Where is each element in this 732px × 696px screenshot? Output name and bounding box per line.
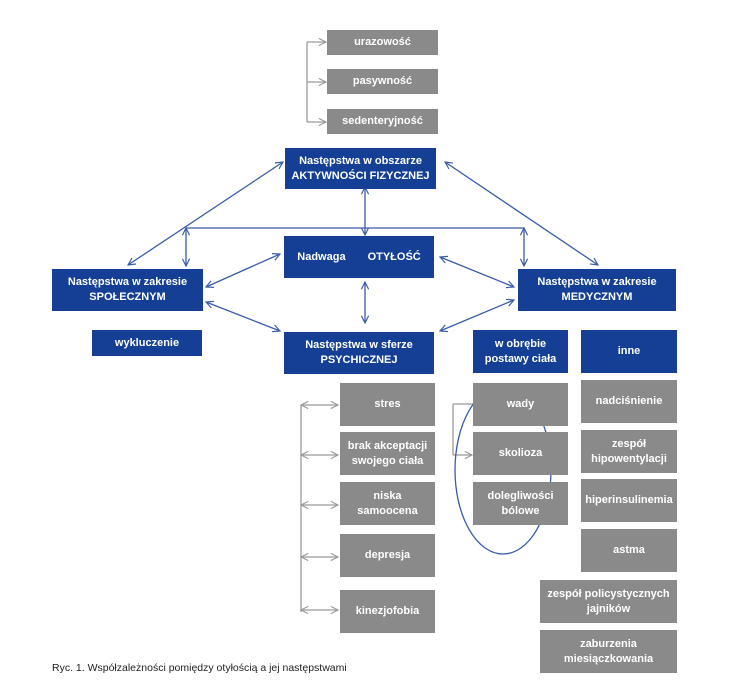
psychic-item: niska samoocena	[340, 482, 435, 525]
other-item: zaburzenia miesiączkowania	[540, 630, 677, 673]
psychic-title-line1: Następstwa w sferze	[305, 339, 413, 351]
activity-bracket	[306, 42, 326, 122]
social-title-line2: SPOŁECZNYM	[89, 291, 166, 303]
other-item: hiperinsulinemia	[581, 479, 677, 522]
posture-item: skolioza	[473, 432, 568, 475]
posture-item: dolegliwości bólowe	[473, 482, 568, 525]
other-box: inne	[581, 330, 677, 373]
other-item: zespół policystycznych jajników	[540, 580, 677, 623]
activity-consequences-box: Następstwa w obszarze AKTYWNOŚCI FIZYCZN…	[285, 148, 436, 189]
medical-title-line2: MEDYCZNYM	[561, 291, 633, 303]
obesity-center-box: Nadwaga OTYŁOŚĆ	[284, 236, 434, 278]
blue-connectors	[128, 162, 598, 331]
activity-title-line1: Następstwa w obszarze	[299, 154, 422, 167]
posture-box: w obrębie postawy ciała	[473, 330, 568, 373]
psychic-item: depresja	[340, 534, 435, 577]
activity-item: urazowość	[327, 30, 438, 55]
activity-title-line2: AKTYWNOŚCI FIZYCZNEJ	[291, 169, 430, 182]
medical-consequences-box: Następstwa w zakresie MEDYCZNYM	[518, 269, 676, 311]
psychic-title-line2: PSYCHICZNEJ	[320, 354, 398, 366]
psychic-consequences-box: Następstwa w sferze PSYCHICZNEJ	[284, 332, 434, 374]
figure-caption: Ryc. 1. Współzależności pomiędzy otyłośc…	[52, 662, 347, 674]
social-title-line1: Następstwa w zakresie	[67, 276, 188, 288]
psychic-item: stres	[340, 383, 435, 426]
center-overweight-label: Nadwaga	[297, 250, 346, 263]
posture-item: wady	[473, 383, 568, 426]
other-item: astma	[581, 529, 677, 572]
psychic-bracket	[301, 405, 338, 612]
psychic-item: kinezjofobia	[340, 590, 435, 633]
other-item: nadciśnienie	[581, 380, 677, 423]
medical-title-line1: Następstwa w zakresie	[537, 276, 657, 288]
activity-item: pasywność	[327, 69, 438, 94]
psychic-item: brak akceptacji swojego ciała	[340, 432, 435, 475]
other-item: zespół hipowentylacji	[581, 430, 677, 473]
activity-item: sedenteryjność	[327, 109, 438, 134]
social-item: wykluczenie	[92, 330, 202, 356]
center-obesity-label: OTYŁOŚĆ	[367, 250, 421, 263]
social-consequences-box: Następstwa w zakresie SPOŁECZNYM	[52, 269, 203, 311]
